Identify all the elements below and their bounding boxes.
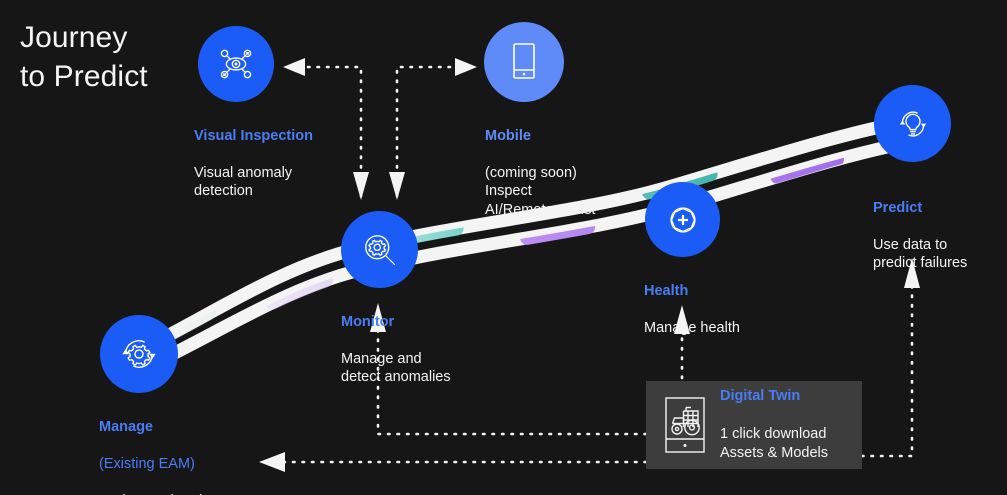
mobile-bubble[interactable] <box>484 22 564 102</box>
arrowhead-up-health <box>674 305 690 334</box>
arrowhead-up-monitor <box>370 303 386 332</box>
arrowhead-left-manage <box>259 452 285 472</box>
visual-inspection-caption: Visual Inspection Visual anomaly detecti… <box>194 108 404 219</box>
digital-twin-text: Digital Twin 1 click download Assets & M… <box>720 368 828 482</box>
manage-heading: Manage <box>99 418 153 435</box>
flow-digitaltwin-to-predict <box>860 278 914 458</box>
lightbulb-refresh-icon <box>899 111 926 137</box>
node-predict[interactable]: Predict Use data to predict failures <box>873 85 1007 271</box>
gear-refresh-icon <box>122 340 156 368</box>
predict-body: Use data to predict failures <box>873 236 968 272</box>
digital-twin-body: 1 click download Assets & Models <box>720 426 828 461</box>
monitor-heading: Monitor <box>341 313 395 330</box>
health-plus-icon <box>669 206 696 233</box>
flow-digitaltwin-to-monitor <box>376 323 648 436</box>
arrowhead-down-monitor-right <box>389 172 405 200</box>
arrowhead-down-monitor-left <box>353 172 369 200</box>
predict-bubble[interactable] <box>874 85 951 162</box>
manage-bubble[interactable] <box>100 315 178 393</box>
health-bubble[interactable] <box>645 182 720 257</box>
node-mobile[interactable]: Mobile (coming soon) Inspect AI/Remote A… <box>484 22 684 218</box>
flow-arrowheads <box>259 58 920 472</box>
flow-monitor-to-mobile <box>395 65 464 198</box>
mobile-caption: Mobile (coming soon) Inspect AI/Remote A… <box>485 108 695 238</box>
visual-inspection-heading: Visual Inspection <box>194 127 313 144</box>
manage-caption: Manage (Existing EAM) Understand and man… <box>99 399 339 495</box>
visual-inspection-body: Visual anomaly detection <box>194 164 293 200</box>
node-visual-inspection[interactable]: Visual Inspection Visual anomaly detecti… <box>194 26 398 199</box>
manage-body: Understand and manage maintenance <box>99 492 339 495</box>
ribbon-upper <box>113 113 922 367</box>
monitor-bubble[interactable] <box>341 211 418 288</box>
tractor-device-icon <box>665 397 705 453</box>
mobile-body: (coming soon) Inspect AI/Remote Assist <box>485 164 596 218</box>
digital-twin-card[interactable]: Digital Twin 1 click download Assets & M… <box>646 381 862 469</box>
tractor-device-icon-wrap <box>664 396 706 454</box>
mobile-heading: Mobile <box>485 127 531 144</box>
arrowhead-right-mobile <box>455 58 477 76</box>
node-monitor[interactable]: Monitor Manage and detect anomalies <box>341 211 541 385</box>
health-body: Manage health <box>644 319 740 336</box>
predict-heading: Predict <box>873 199 923 216</box>
manage-subheading: (Existing EAM) <box>99 455 195 472</box>
monitor-body: Manage and detect anomalies <box>341 350 451 386</box>
health-caption: Health Manage health <box>644 263 854 356</box>
arrowhead-up-predict <box>904 258 920 288</box>
eye-network-icon <box>220 49 252 79</box>
visual-inspection-bubble[interactable] <box>198 26 274 102</box>
page-title: Journey to Predict <box>20 21 148 93</box>
digital-twin-heading: Digital Twin <box>720 388 801 404</box>
arrowhead-left-visual-inspection <box>283 58 305 76</box>
monitor-caption: Monitor Manage and detect anomalies <box>341 294 551 405</box>
health-heading: Health <box>644 282 689 299</box>
smartphone-icon <box>513 43 535 79</box>
predict-caption: Predict Use data to predict failures <box>873 180 1007 291</box>
magnifier-gear-icon <box>364 234 395 265</box>
node-health[interactable]: Health Manage health <box>644 182 845 336</box>
node-manage[interactable]: Manage (Existing EAM) Understand and man… <box>99 315 330 495</box>
